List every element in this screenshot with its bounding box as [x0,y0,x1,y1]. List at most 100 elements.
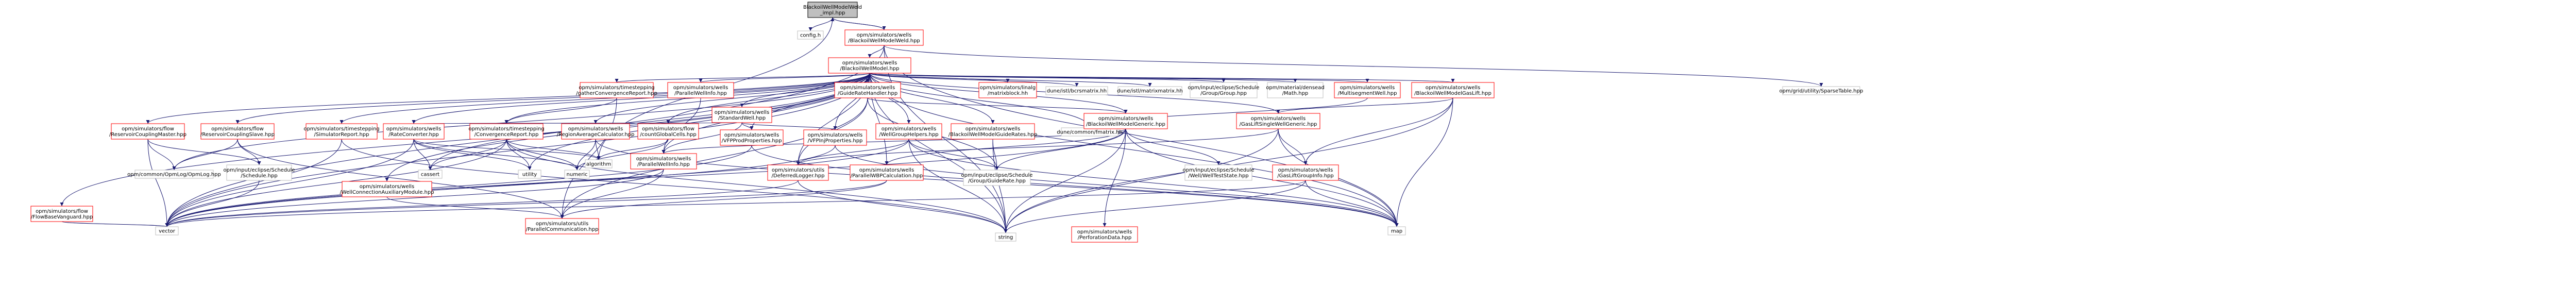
edge-deferred-to-vector [165,180,799,227]
node-box [850,164,924,181]
node-finally[interactable]: opm/simulators/linalg/matrixblock.hh [978,82,1037,98]
node-bwm[interactable]: opm/simulators/wells/BlackoilWellModel.h… [828,57,911,74]
edge-root-to-config [808,17,833,31]
edge-gatherconv-to-parcomm [560,97,617,219]
node-pwbpcalc[interactable]: opm/simulators/wells/ParallelWBPCalculat… [850,164,924,181]
node-label-line: string [998,235,1013,241]
node-flowbase[interactable]: opm/simulators/flow/FlowBaseVanguard.hpp [30,206,93,222]
edge-bwm-to-rescoupling [146,73,870,124]
edge-bwm-to-rftstate [699,73,870,83]
node-ptable[interactable]: opm/grid/utility/SparseTable.hpp [1780,86,1863,95]
node-label-line: /Well/WellTestState.hpp [1188,173,1248,179]
node-utility[interactable]: utility [518,170,541,179]
node-label-line: opm/simulators/wells [1077,229,1132,235]
node-root: BlackoilWellModelWeld_impl.hpp [803,2,862,18]
node-box [807,2,858,18]
node-regavg[interactable]: opm/simulators/wells/RegionAverageCalcul… [557,123,635,140]
edge-rescoupling-to-schedule [147,139,261,165]
node-label-line: /WellGroupHelpers.hpp [879,132,938,138]
node-rescslave[interactable]: opm/simulators/flow/ReservoirCouplingSla… [200,123,275,140]
node-bwmgen[interactable]: opm/simulators/wells/BlackoilWellModelGa… [1411,82,1495,98]
node-label-line: /BlackoilWellModelGuideRates.hpp [948,132,1038,138]
node-vfpprops[interactable]: opm/simulators/wells/VFPProdProperties.h… [720,129,784,146]
node-stdwell[interactable]: opm/simulators/wells/StandardWell.hpp [711,107,772,123]
node-bwmgr[interactable]: opm/simulators/wells/BlackoilWellModelGu… [948,123,1038,140]
edge-gatherconv-to-convreport [504,97,617,124]
node-weld[interactable]: opm/simulators/wells/BlackoilWellModelWe… [844,29,924,46]
node-label-line: opm/simulators/flow [211,126,264,132]
edge-countglob-to-algorithm [597,139,669,160]
node-label-line: /ConvergenceReport.hpp [474,132,539,138]
node-box [1236,113,1320,129]
node-guiderateh[interactable]: opm/input/eclipse/Schedule/Group/GuideRa… [961,170,1033,186]
node-convreport[interactable]: opm/simulators/timestepping/ConvergenceR… [468,123,545,140]
node-gatherconv[interactable]: opm/simulators/timestepping/gatherConver… [576,82,657,98]
node-countglob[interactable]: opm/simulators/flow/countGlobalCells.hpp [637,123,699,140]
node-numeric[interactable]: numeric [564,170,590,179]
node-schedule[interactable]: opm/input/eclipse/Schedule/Schedule.hpp [224,164,295,181]
node-string[interactable]: string [995,232,1016,242]
node-box [875,123,942,140]
node-bcrs[interactable]: dune/istl/bcrsmatrix.hh [1045,86,1108,95]
node-vfpinj[interactable]: opm/simulators/wells/VFPInjProperties.hp… [803,129,867,146]
edge-bwmgeneric-to-string [1004,128,1126,233]
node-pinfo[interactable]: opm/simulators/wells/PerforationData.hpp [1071,226,1138,243]
node-gasliftgen[interactable]: opm/simulators/wells/GasLiftSingleWellGe… [1236,113,1320,129]
node-msinj[interactable]: opm/simulators/wells/MultisegmentWell.hp… [1334,82,1401,98]
node-label-line: /WellConnectionAuxiliaryModule.hpp [340,190,434,195]
node-guiderate[interactable]: opm/simulators/wells/GuideRateHandler.hp… [834,82,901,98]
node-rftstate[interactable]: opm/simulators/wells/ParallelWellInfo.hp… [667,82,734,98]
node-box [1267,82,1324,98]
node-opmlog[interactable]: opm/common/OpmLog/OpmLog.hpp [127,170,221,179]
edge-regavg-to-numeric [575,139,596,171]
node-label-line: /gatherConvergenceReport.hpp [576,91,657,96]
edge-rateconv-to-numeric [413,139,579,171]
node-parcomm[interactable]: opm/simulators/utils/ParallelCommunicati… [525,218,599,234]
node-densead[interactable]: opm/material/densead/Math.hpp [1266,82,1325,98]
node-label-line: /countGlobalCells.hpp [640,132,697,138]
node-box [1387,226,1406,235]
edge-bwmgen-to-map [1395,97,1453,227]
node-welltest[interactable]: opm/input/eclipse/Schedule/Well/WellTest… [1183,164,1255,181]
node-label-line: opm/simulators/wells [857,32,911,38]
edge-convreport-to-utility [506,139,532,171]
node-label-line: /ParallelWellInfo.hpp [674,91,727,96]
edge-stdwell-to-vfpprops [741,122,754,130]
node-label-line: opm/simulators/wells [840,85,895,91]
node-vector[interactable]: vector [155,226,179,235]
node-box [1272,164,1339,181]
node-rftinfo[interactable]: opm/simulators/wells/GasLiftGroupInfo.hp… [1272,164,1339,181]
node-rescoupling[interactable]: opm/simulators/flow/ReservoirCouplingMas… [109,123,187,140]
node-box [844,29,924,46]
edge-wgh-to-guiderateh [908,139,999,171]
node-config[interactable]: config.h [797,30,824,40]
edge-pwi-to-vector [165,169,664,227]
node-box [1045,86,1108,95]
node-box [1782,86,1860,95]
node-box [155,226,179,235]
node-rateconv[interactable]: opm/simulators/wells/RateConverter.hpp [383,123,445,140]
node-groupsched[interactable]: opm/input/eclipse/Schedule/Group/Group.h… [1188,82,1260,98]
node-label-line: opm/common/OpmLog/OpmLog.hpp [127,172,221,178]
node-box [134,170,214,179]
node-simreport[interactable]: opm/simulators/timestepping/SimulatorRep… [303,123,380,140]
node-map[interactable]: map [1387,226,1406,235]
node-wgh[interactable]: opm/simulators/wells/WellGroupHelpers.hp… [875,123,942,140]
node-label-line: _impl.hpp [820,10,845,16]
node-label-line: opm/simulators/wells [859,167,914,173]
node-label-line: numeric [567,172,588,178]
edge-stdwell-to-pwi [662,122,742,154]
node-box [963,170,1031,186]
node-bwmgeneric[interactable]: opm/simulators/wells/BlackoilWellModelGe… [1083,113,1168,129]
node-label-line: opm/input/eclipse/Schedule [1183,167,1255,173]
node-deferred[interactable]: opm/simulators/utils/DeferredLogger.hpp [767,164,829,181]
node-label-line: opm/simulators/wells [568,126,623,132]
node-label-line: opm/grid/utility/SparseTable.hpp [1780,89,1863,94]
node-algorithm[interactable]: algorithm [585,159,613,169]
node-bmatrix[interactable]: dune/istl/matrixmatrix.hh [1117,86,1183,95]
node-box [580,82,654,98]
node-wellconn[interactable]: opm/simulators/wells/WellConnectionAuxil… [340,181,434,197]
node-pwi[interactable]: opm/simulators/wells/ParallelWellInfo.hp… [630,153,697,170]
edge-regavg-to-algorithm [595,139,601,160]
node-cassert[interactable]: cassert [418,170,443,179]
